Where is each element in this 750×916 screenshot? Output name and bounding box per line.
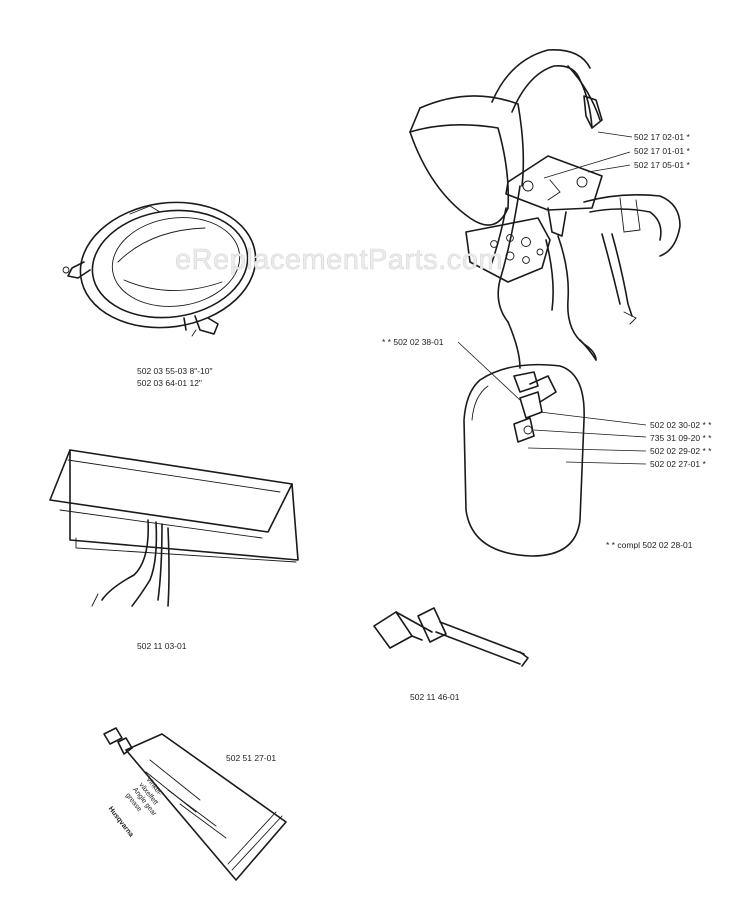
wrench-drawing bbox=[373, 607, 529, 667]
harness-part-number-3: 502 17 05-01 * bbox=[634, 160, 690, 170]
harness-part-number-2: 502 17 01-01 * bbox=[634, 146, 690, 156]
watermark-text: eReplacementParts.com bbox=[175, 244, 504, 277]
grease-tube-drawing bbox=[103, 727, 287, 881]
tool-bag-drawing bbox=[49, 449, 299, 607]
harness-part-number-1: 502 17 02-01 * bbox=[634, 132, 690, 142]
harness-drawing bbox=[409, 49, 681, 557]
ring-part-number-2: 502 03 64-01 12" bbox=[137, 378, 202, 388]
pad-part-number-2: 735 31 09-20 * * bbox=[650, 433, 712, 443]
pad-part-number-4: 502 02 27-01 * bbox=[650, 459, 706, 469]
grease-part-number: 502 51 27-01 bbox=[226, 753, 277, 763]
guard-ring-drawing bbox=[62, 201, 257, 337]
complete-assembly-label: * * compl 502 02 28-01 bbox=[606, 540, 693, 550]
pad-part-number-1: 502 02 30-02 * * bbox=[650, 420, 712, 430]
leader-lines bbox=[457, 131, 647, 465]
pad-part-number-3: 502 02 29-02 * * bbox=[650, 446, 712, 456]
ring-part-number-1: 502 03 55-03 8"-10" bbox=[137, 366, 213, 376]
bag-part-number: 502 11 03-01 bbox=[137, 641, 187, 651]
hook-part-number: * * 502 02 38-01 bbox=[382, 337, 444, 347]
wrench-part-number: 502 11 46-01 bbox=[410, 692, 460, 702]
